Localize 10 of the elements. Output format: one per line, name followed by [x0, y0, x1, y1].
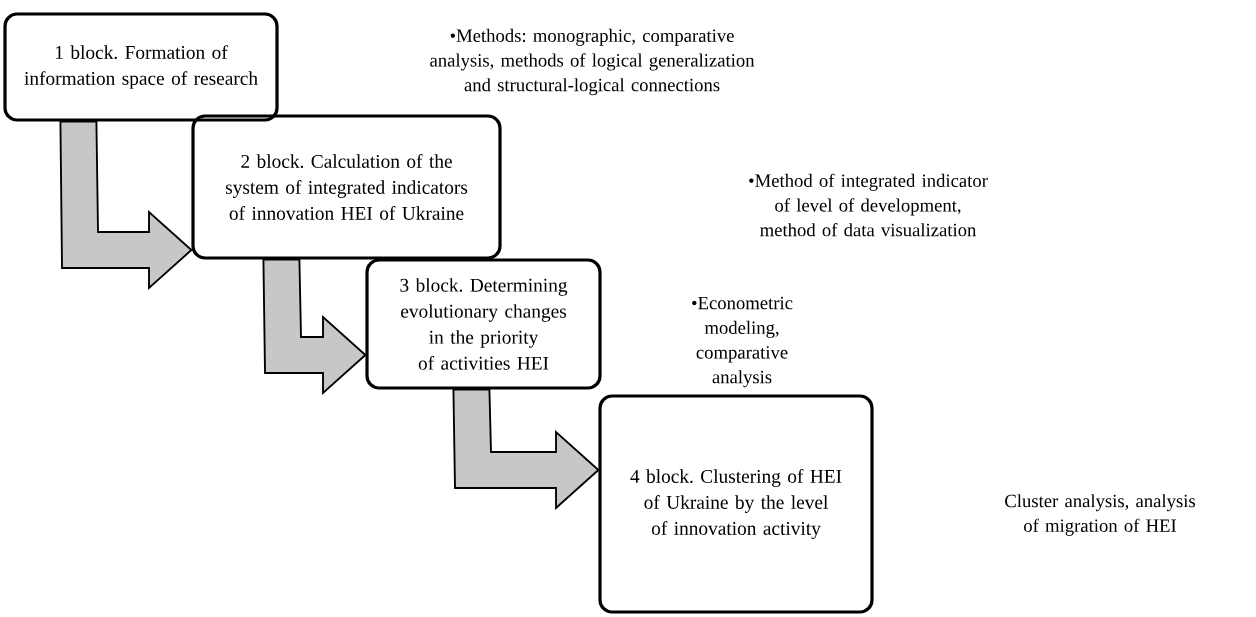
method-note: Cluster analysis, analysis of migration of HEI — [1005, 494, 1195, 536]
block-arrow — [262, 258, 367, 396]
method-note: •Methods: monographic, comparative analysis, methods of logical generalization and structural-logical connections — [430, 28, 755, 96]
step-box: 3 block. Determining evolutionary changes in the priority of activities HEI — [365, 258, 602, 390]
step-box: 4 block. Clustering of HEI of Ukraine by the level of innovation activity — [598, 394, 874, 614]
block-arrow — [59, 120, 193, 291]
method-note: •Method of integrated indicator of level of development, method of data visualization — [749, 173, 988, 237]
step-box: 1 block. Formation of information space of research — [3, 12, 279, 122]
step-box: 2 block. Calculation of the system of integrated indicators of innovation HEI of Ukraine — [191, 114, 502, 260]
block-arrow — [452, 388, 600, 511]
